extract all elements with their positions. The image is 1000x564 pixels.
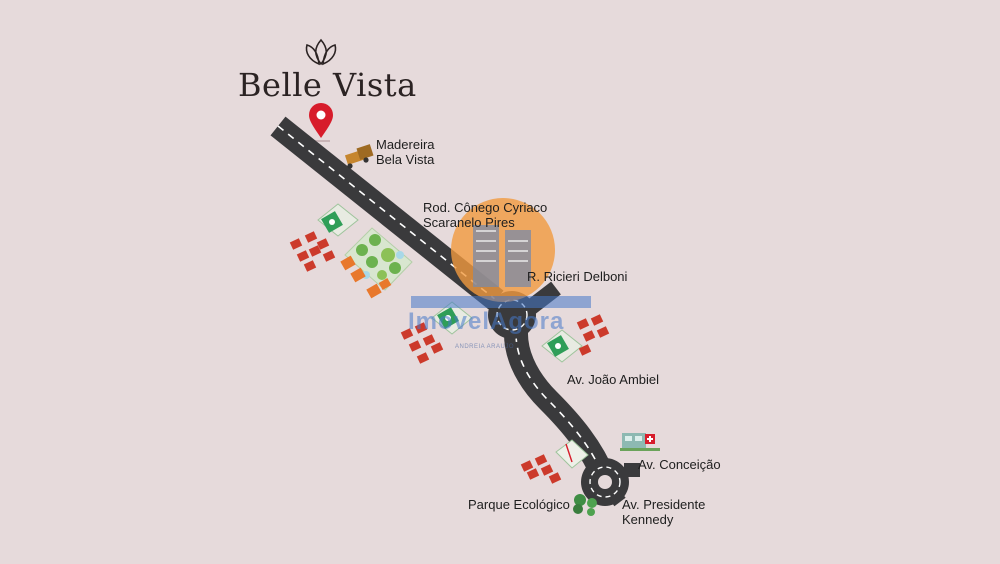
orange-blocks: [340, 255, 392, 299]
brand-name: Belle Vista: [238, 66, 417, 104]
park-block-right: [541, 329, 583, 363]
watermark-graphic: [451, 198, 555, 302]
location-pin-icon[interactable]: [309, 103, 333, 142]
label-kennedy-line2: Kennedy: [622, 512, 674, 527]
watermark-band: [411, 296, 591, 308]
lotus-icon: [305, 38, 337, 66]
truck-icon: [344, 144, 374, 169]
label-parque: Parque Ecológico: [468, 497, 570, 512]
plaza-lower: [555, 439, 589, 469]
label-ricieri: R. Ricieri Delboni: [527, 269, 628, 284]
label-madeireira-line1: Madereira: [376, 137, 435, 152]
label-conceicao: Av. Conceição: [638, 457, 721, 472]
park-block-left: [317, 203, 359, 237]
label-kennedy-line1: Av. Presidente: [622, 497, 706, 512]
label-rodovia-line1: Rod. Cônego Cyriaco: [423, 200, 548, 215]
hospital-icon: [620, 433, 660, 451]
houses-left: [289, 231, 336, 272]
park-central: [344, 227, 413, 291]
label-joao-ambiel: Av. João Ambiel: [567, 372, 660, 387]
houses-lower: [520, 454, 562, 484]
label-madeireira: Madereira Bela Vista: [376, 137, 435, 167]
houses-right: [576, 314, 610, 356]
label-rodovia-line2: Scaranelo Pires: [423, 215, 515, 230]
watermark-text: ImovelAgora: [408, 308, 565, 335]
houses-center-left: [400, 322, 444, 364]
label-rodovia: Rod. Cônego Cyriaco Scaranelo Pires: [423, 200, 547, 230]
label-kennedy: Av. Presidente Kennedy: [622, 497, 705, 527]
park-trees-icon: [573, 494, 597, 516]
watermark-subtext: ANDREIA ARAUJO: [455, 344, 515, 350]
label-madeireira-line2: Bela Vista: [376, 152, 435, 167]
